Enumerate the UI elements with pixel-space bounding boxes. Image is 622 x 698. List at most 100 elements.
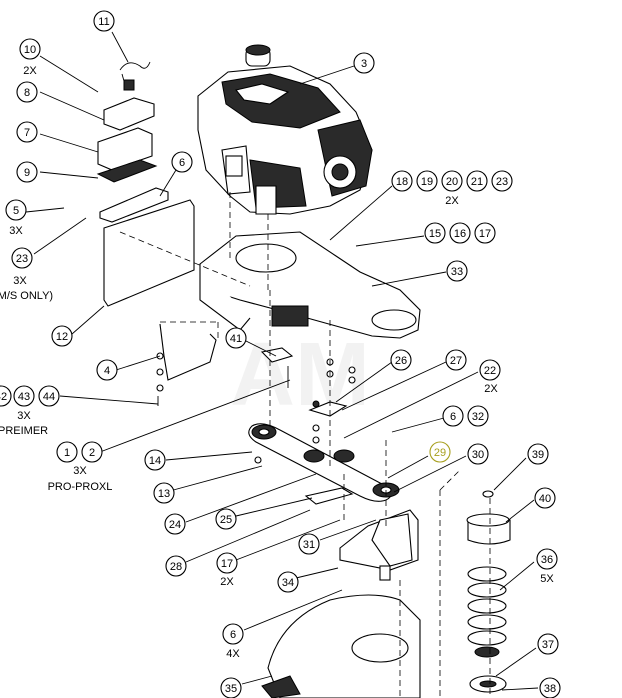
- notes: 2X 3X 3X (M/S ONLY) 2X 2X 3X PREIMER 3X …: [0, 65, 554, 660]
- callout-10: 10: [19, 38, 41, 60]
- svg-text:23: 23: [496, 176, 508, 188]
- svg-text:28: 28: [170, 561, 182, 573]
- callout-18: 18: [391, 170, 413, 192]
- svg-text:6: 6: [450, 411, 456, 423]
- svg-text:13: 13: [158, 488, 170, 500]
- svg-text:17: 17: [221, 558, 233, 570]
- callout-38: 38: [539, 677, 561, 698]
- svg-text:41: 41: [230, 333, 242, 345]
- svg-text:32: 32: [472, 411, 484, 423]
- callout-24: 24: [164, 513, 186, 535]
- deck-plate-drawing: [199, 231, 421, 339]
- leader-lines: [25, 31, 539, 691]
- svg-text:30: 30: [472, 449, 484, 461]
- svg-text:9: 9: [24, 167, 30, 179]
- svg-text:14: 14: [149, 455, 161, 467]
- callout-22: 22: [479, 359, 501, 381]
- callout-30: 30: [467, 443, 489, 465]
- callout-17-bottom: 17: [216, 552, 238, 574]
- battery-assembly-drawing: [96, 61, 195, 307]
- callout-8: 8: [16, 81, 38, 103]
- callout-19: 19: [416, 170, 438, 192]
- callouts: 11 10 8 7 9 6 5 23 12 3 18 19 20 21 23 1…: [0, 10, 561, 698]
- svg-text:36: 36: [541, 554, 553, 566]
- callout-36: 36: [536, 548, 558, 570]
- lower-deck-drawing: [261, 594, 421, 698]
- svg-text:16: 16: [454, 228, 466, 240]
- note-1-qty: 3X: [73, 465, 87, 477]
- engine-drawing: [197, 44, 373, 215]
- callout-41: 41: [225, 327, 247, 349]
- note-42-qty: 3X: [17, 410, 31, 422]
- svg-text:5: 5: [13, 205, 19, 217]
- watermark: AM: [230, 325, 370, 425]
- svg-text:7: 7: [24, 127, 30, 139]
- callout-35: 35: [220, 677, 242, 698]
- note-5-qty: 3X: [9, 225, 23, 237]
- svg-text:15: 15: [429, 228, 441, 240]
- callout-14: 14: [144, 449, 166, 471]
- parts-drawings: [96, 44, 511, 698]
- svg-text:33: 33: [451, 266, 463, 278]
- svg-text:35: 35: [225, 683, 237, 695]
- callout-6-bottom: 6: [222, 623, 244, 645]
- svg-text:39: 39: [532, 449, 544, 461]
- svg-text:6: 6: [179, 157, 185, 169]
- callout-39: 39: [527, 443, 549, 465]
- callout-31: 31: [298, 533, 320, 555]
- blade-stack-drawing: [466, 490, 511, 693]
- note-6-qty: 4X: [226, 648, 240, 660]
- svg-text:42: 42: [0, 391, 7, 403]
- svg-text:1: 1: [64, 447, 70, 459]
- svg-text:11: 11: [98, 16, 109, 28]
- callout-15: 15: [424, 222, 446, 244]
- svg-text:22: 22: [484, 365, 496, 377]
- note-18-qty: 2X: [445, 195, 459, 207]
- callout-11: 11: [93, 10, 115, 32]
- callout-13: 13: [153, 482, 175, 504]
- svg-text:27: 27: [450, 355, 462, 367]
- svg-text:20: 20: [446, 176, 458, 188]
- callout-5: 5: [5, 199, 27, 221]
- svg-text:29: 29: [434, 447, 446, 459]
- svg-text:37: 37: [542, 639, 554, 651]
- note-10-qty: 2X: [23, 65, 37, 77]
- svg-text:38: 38: [544, 683, 556, 695]
- note-23-qty: 3X: [13, 275, 27, 287]
- svg-text:19: 19: [421, 176, 433, 188]
- callout-23-left: 23: [11, 247, 33, 269]
- callout-34: 34: [277, 571, 299, 593]
- callout-40: 40: [534, 487, 556, 509]
- bracket-drawing: [156, 323, 294, 406]
- callout-42: 42: [0, 385, 12, 407]
- callout-43: 43: [13, 385, 35, 407]
- svg-text:4: 4: [104, 365, 110, 377]
- callout-12: 12: [51, 325, 73, 347]
- callout-20: 20: [441, 170, 463, 192]
- note-17-qty: 2X: [220, 576, 234, 588]
- svg-text:25: 25: [220, 514, 232, 526]
- callout-32: 32: [467, 405, 489, 427]
- callout-17-top: 17: [474, 222, 496, 244]
- callout-9: 9: [16, 161, 38, 183]
- svg-text:3: 3: [361, 58, 367, 70]
- callout-33: 33: [446, 260, 468, 282]
- callout-7: 7: [16, 121, 38, 143]
- note-1-pro-proxl: PRO-PROXL: [48, 481, 113, 493]
- svg-text:26: 26: [395, 355, 407, 367]
- callout-1: 1: [56, 441, 78, 463]
- svg-text:40: 40: [539, 493, 551, 505]
- callout-16: 16: [449, 222, 471, 244]
- svg-text:8: 8: [24, 87, 30, 99]
- callout-37: 37: [537, 633, 559, 655]
- svg-text:10: 10: [24, 44, 36, 56]
- callout-6-mid: 6: [442, 405, 464, 427]
- svg-text:2: 2: [89, 447, 95, 459]
- callout-23-right: 23: [491, 170, 513, 192]
- callout-25: 25: [215, 508, 237, 530]
- spindle-housing-drawing: [339, 509, 419, 581]
- svg-text:31: 31: [303, 539, 315, 551]
- note-42-preimer: PREIMER: [0, 425, 48, 437]
- callout-3: 3: [353, 52, 375, 74]
